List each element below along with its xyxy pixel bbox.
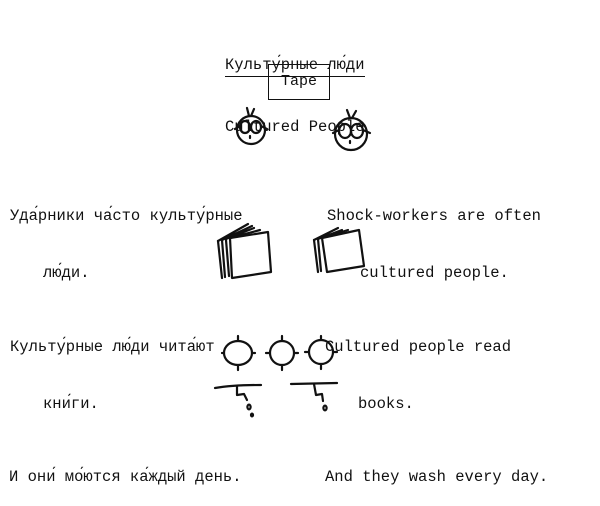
sentence-3-english: And they wash every day.: [325, 468, 549, 486]
soap-icon: [220, 334, 257, 372]
book-icon: [312, 226, 366, 274]
faucet-icon: [289, 381, 339, 412]
title-russian: Культу́рные лю́ди: [225, 55, 365, 77]
sentence-2-russian: Культу́рные лю́ди чита́ют кни́ги.: [10, 338, 215, 413]
face-with-glasses-icon: [331, 108, 372, 152]
sentence-2-english: Cultured people read books.: [325, 338, 512, 413]
sentence-1-russian: Уда́рники ча́сто культу́рные лю́ди.: [10, 207, 243, 282]
tape-box: Tape: [268, 64, 330, 100]
sentence-3-russian: И они́ мо́ются ка́ждый день.: [9, 468, 242, 486]
sentence-1-english: Shock-workers are often cultured people.: [327, 207, 541, 282]
faucet-icon: [213, 383, 263, 418]
soap-icon: [303, 334, 339, 371]
book-icon: [216, 222, 273, 280]
soap-icon: [264, 334, 300, 372]
face-with-glasses-icon: [233, 106, 269, 146]
